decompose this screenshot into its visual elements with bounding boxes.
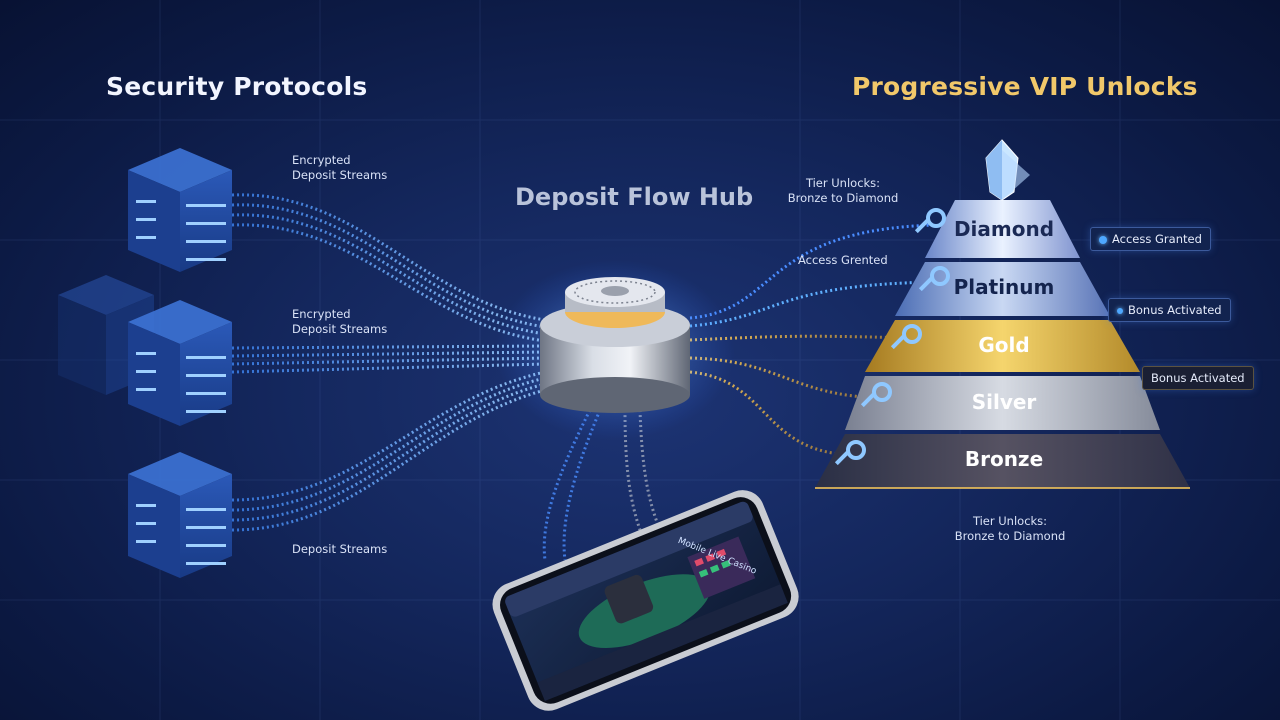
diamond-crystal-icon — [985, 139, 1030, 201]
bonus-activated-callout-2-text: Bonus Activated — [1151, 371, 1245, 385]
bonus-activated-callout-2: Bonus Activated — [1142, 366, 1254, 390]
deposit-flow-hub-heading: Deposit Flow Hub — [515, 183, 754, 211]
tier-diamond-label: Diamond — [953, 217, 1055, 241]
stream-label-2-line1: Encrypted — [292, 307, 351, 321]
key-icon-gold — [890, 324, 922, 350]
tier-diamond-shape — [925, 200, 1080, 258]
deposit-stream-2 — [231, 344, 546, 374]
stream-label-2: Encrypted Deposit Streams — [292, 307, 387, 337]
stream-label-1: Encrypted Deposit Streams — [292, 153, 387, 183]
key-icon-diamond — [914, 208, 946, 234]
stream-label-2-line2: Deposit Streams — [292, 322, 388, 336]
status-dot-icon — [1117, 307, 1123, 314]
bonus-activated-callout-1: Bonus Activated — [1108, 298, 1231, 322]
key-icon-platinum — [918, 266, 950, 292]
tier-unlocks-bottom-line1: Tier Unlocks: — [972, 514, 1048, 528]
server-rack-1 — [128, 148, 232, 272]
tier-unlocks-top-line1: Tier Unlocks: — [805, 176, 881, 190]
deposit-stream-1 — [231, 193, 546, 343]
vip-unlocks-heading: Progressive VIP Unlocks — [852, 72, 1198, 101]
bonus-activated-callout-1-text: Bonus Activated — [1128, 303, 1222, 317]
tier-unlocks-bottom-line2: Bronze to Diamond — [954, 529, 1066, 543]
server-rack-3 — [128, 452, 232, 578]
access-granted-callout: Access Granted — [1090, 227, 1211, 251]
security-protocols-heading: Security Protocols — [106, 72, 368, 101]
access-granted-callout-text: Access Granted — [1112, 232, 1202, 246]
stream-label-1-line1: Encrypted — [292, 153, 351, 167]
tier-unlocks-label-top: Tier Unlocks: Bronze to Diamond — [783, 176, 903, 206]
tier-silver-shape — [845, 376, 1160, 430]
server-rack-2 — [128, 300, 232, 426]
stream-label-3-line: Deposit Streams — [292, 542, 388, 556]
deposit-hub-vault — [495, 260, 735, 440]
tier-platinum-label: Platinum — [953, 275, 1055, 299]
tier-bronze-shape — [815, 434, 1190, 488]
tier-gold-shape — [865, 320, 1140, 372]
stream-label-3: Deposit Streams — [292, 542, 387, 557]
tier-silver-label: Silver — [971, 390, 1037, 414]
tier-unlocks-label-bottom: Tier Unlocks: Bronze to Diamond — [950, 514, 1070, 544]
key-icon-bronze — [834, 440, 866, 466]
tier-unlocks-top-line2: Bronze to Diamond — [787, 191, 899, 205]
tier-gold-label: Gold — [978, 333, 1030, 357]
mobile-phone — [492, 490, 799, 711]
stream-label-1-line2: Deposit Streams — [292, 168, 388, 182]
deposit-stream-3 — [231, 370, 546, 532]
tier-bronze-label: Bronze — [964, 447, 1044, 471]
key-icon-silver — [860, 382, 892, 408]
status-dot-icon — [1099, 235, 1107, 244]
vip-pyramid — [815, 200, 1190, 489]
access-granted-label: Access Grented — [798, 253, 888, 267]
